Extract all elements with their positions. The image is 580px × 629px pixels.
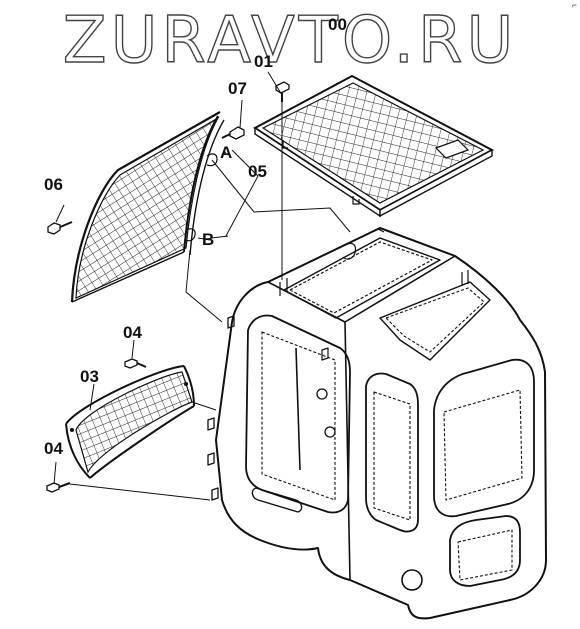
leader-lines <box>53 71 351 501</box>
label-04-upper: 04 <box>123 323 142 342</box>
bolt-04-upper <box>124 358 147 369</box>
bolt-01 <box>275 81 290 102</box>
label-06: 06 <box>44 175 63 194</box>
corner-mark: ⌐ <box>571 0 577 10</box>
bolt-07 <box>221 126 245 140</box>
label-07: 07 <box>228 79 247 98</box>
side-guard <box>70 111 225 303</box>
cab-body <box>207 227 547 620</box>
label-03: 03 <box>80 367 99 386</box>
label-04-lower: 04 <box>44 439 63 458</box>
bolt-06 <box>47 221 73 235</box>
top-guard <box>253 74 495 218</box>
label-05: 05 <box>248 162 267 181</box>
label-01: 01 <box>254 52 273 71</box>
bolt-04-lower <box>46 482 71 493</box>
watermark: ZURAVTO.RU <box>62 4 518 78</box>
label-00: 00 <box>328 15 347 34</box>
label-a: A <box>220 143 233 162</box>
label-b: B <box>202 230 215 249</box>
